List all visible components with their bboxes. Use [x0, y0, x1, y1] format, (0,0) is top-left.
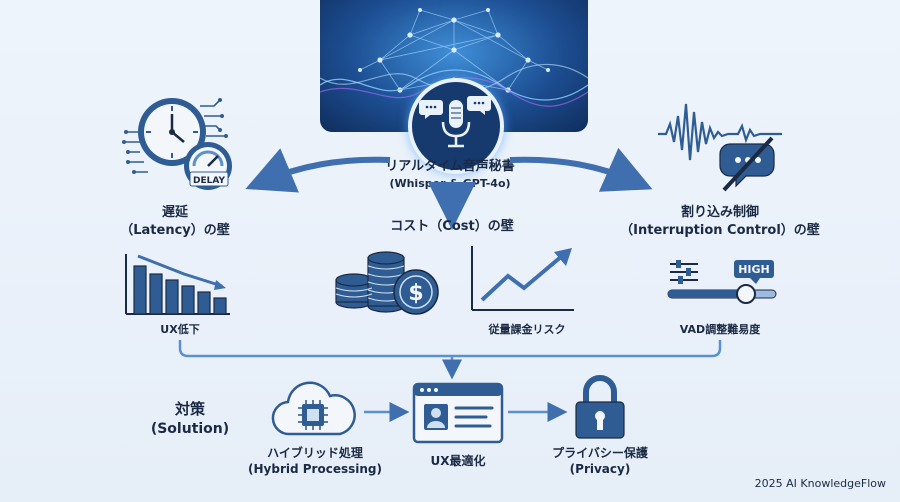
microphone-icon	[419, 96, 491, 148]
hero-title: リアルタイム音声秘書	[385, 159, 515, 174]
interruption-title: 割り込み制御	[680, 205, 759, 220]
declining-bar-chart-icon	[125, 254, 230, 315]
solution-step-privacy-sublabel: (Privacy)	[569, 462, 631, 476]
footer-credit: 2025 AI KnowledgeFlow	[754, 477, 886, 490]
cost-effect: 従量課金リスク	[488, 323, 566, 336]
waveform-muted-chat-icon	[658, 103, 782, 192]
microphone-badge	[408, 78, 504, 174]
interruption-subtitle: （Interruption Control）の壁	[620, 223, 820, 238]
chat-bubble-icon	[419, 100, 443, 119]
profile-window-icon	[412, 382, 504, 444]
slider-gauge-icon: HIGH	[667, 260, 777, 304]
latency-title: 遅延	[161, 205, 188, 220]
latency-subtitle: （Latency）の壁	[120, 223, 230, 238]
padlock-icon	[575, 375, 625, 439]
arrow-to-latency	[245, 148, 391, 193]
cloud-chip-icon	[271, 381, 356, 436]
arrow-to-interruption	[509, 147, 653, 192]
rising-line-chart-icon	[471, 246, 574, 311]
interruption-effect: VAD調整難易度	[679, 323, 761, 336]
latency-effect: UX低下	[160, 323, 200, 336]
solution-step-privacy-label: プライバシー保護	[552, 446, 648, 460]
delay-badge: DELAY	[193, 176, 225, 186]
coins-icon: $	[335, 251, 439, 315]
solution-step-hybrid-sublabel: (Hybrid Processing)	[248, 462, 382, 476]
merge-bracket	[178, 340, 722, 358]
solution-heading: 対策	[174, 400, 205, 418]
cost-title: コスト（Cost）の壁	[390, 219, 514, 234]
dollar-icon: $	[408, 281, 423, 306]
clock-icon: DELAY	[122, 98, 232, 190]
high-badge: HIGH	[738, 263, 770, 276]
solution-step-ux-label: UX最適化	[430, 454, 486, 468]
solution-heading-en: (Solution)	[150, 421, 230, 437]
chat-bubble-icon	[467, 96, 491, 115]
solution-step-hybrid-label: ハイブリッド処理	[267, 446, 363, 460]
